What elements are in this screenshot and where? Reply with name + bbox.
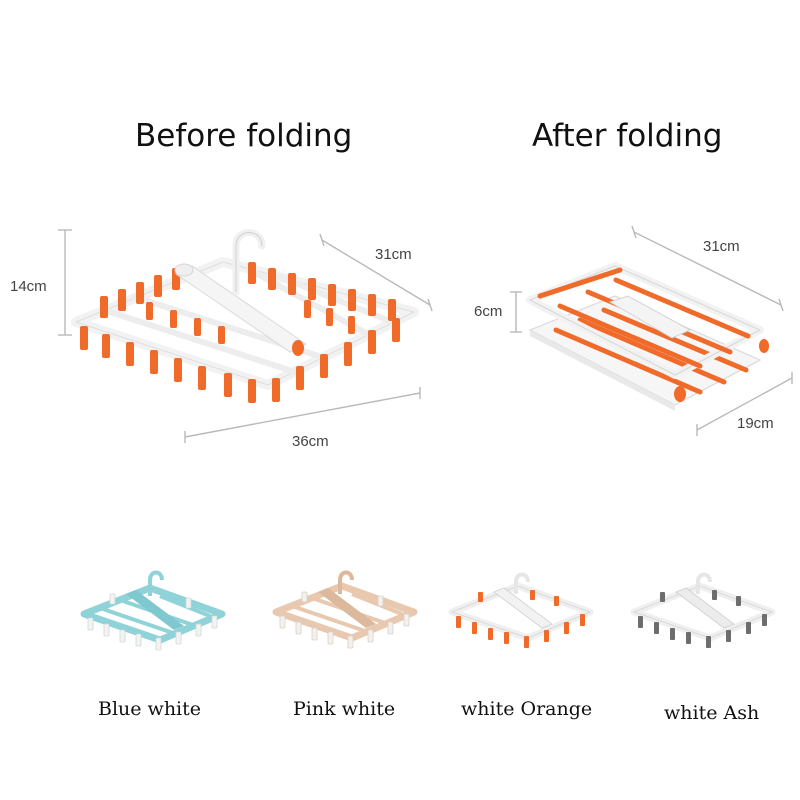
after-depth-label: 31cm: [703, 238, 740, 255]
variant-white-ash: [630, 572, 776, 648]
before-height-label: 14cm: [10, 278, 47, 295]
variant-pink-white: [272, 570, 418, 649]
after-folding-heading: After folding: [532, 118, 723, 154]
variant-label-white-orange: white Orange: [461, 698, 593, 720]
variant-label-blue-white: Blue white: [98, 698, 202, 720]
after-height-label: 6cm: [474, 303, 503, 320]
variant-label-pink-white: Pink white: [293, 698, 396, 720]
after-width-label: 19cm: [737, 415, 774, 432]
unfolded-hanger: [71, 229, 419, 403]
folded-hanger: [526, 262, 769, 411]
before-dimension-lines: [58, 229, 433, 443]
variant-white-orange: [448, 572, 594, 648]
before-width-label: 36cm: [292, 433, 329, 450]
variant-blue-white: [80, 570, 226, 651]
after-dimension-lines: [510, 225, 793, 436]
variant-label-white-ash: white Ash: [664, 702, 760, 724]
before-folding-heading: Before folding: [135, 118, 353, 154]
before-depth-label: 31cm: [375, 246, 412, 263]
